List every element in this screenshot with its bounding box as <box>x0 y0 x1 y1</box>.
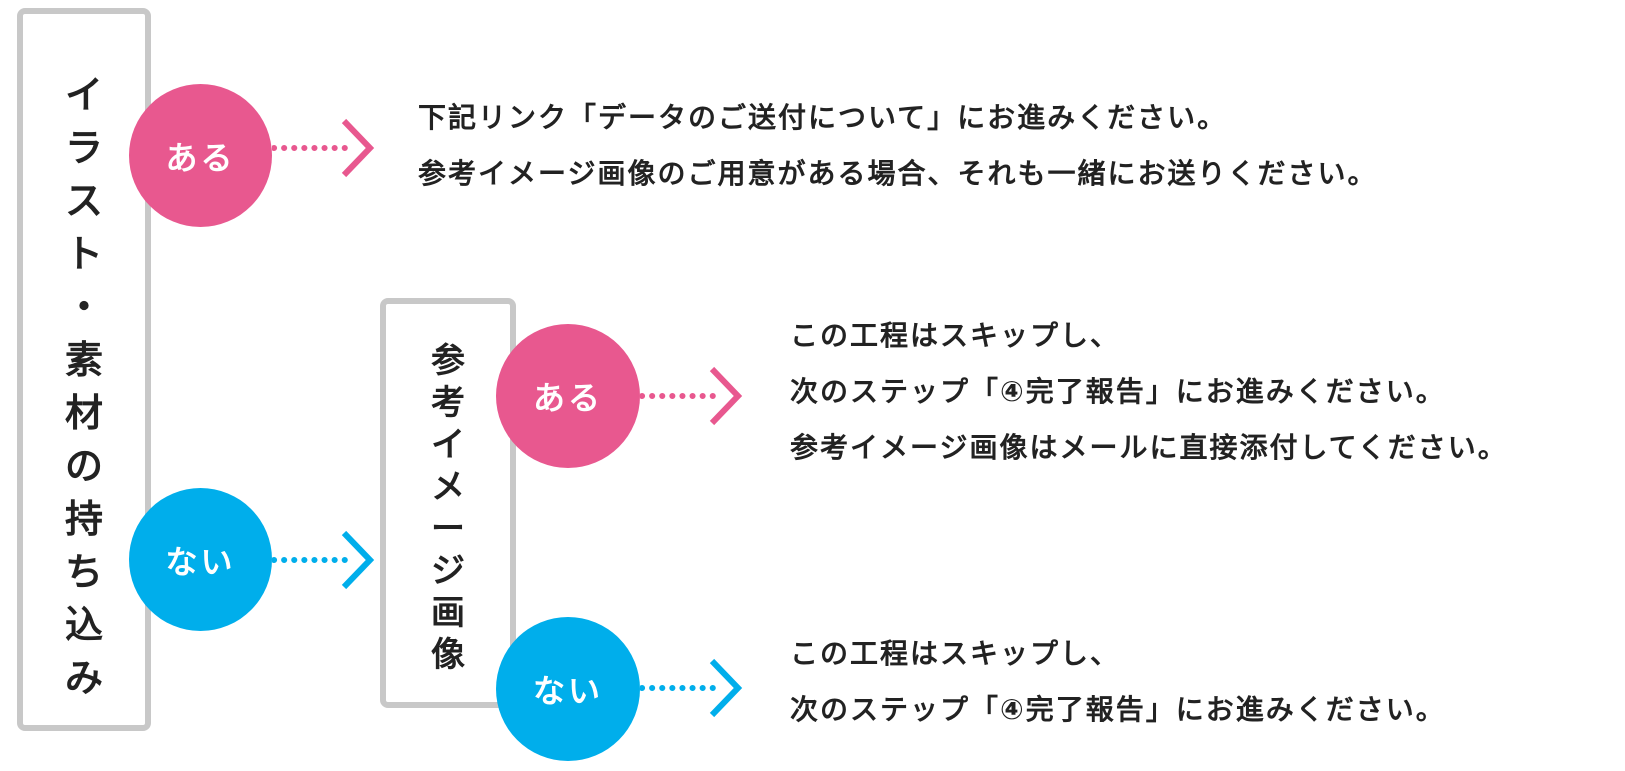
description-line: 次のステップ「④完了報告」にお進みください。 <box>790 375 1446 408</box>
label-char: の <box>64 444 103 488</box>
label-char: ち <box>64 550 103 594</box>
dotted-arrow-icon <box>272 118 375 178</box>
ref-no-circle: ない <box>496 617 640 761</box>
illustration-material-label: イ ラ ス ト ・ 素 材 の 持 ち 込 み <box>23 76 145 712</box>
label-char: ト <box>64 232 103 276</box>
label-char: み <box>64 656 103 700</box>
yes-circle: ある <box>129 84 272 227</box>
description-line: 参考イメージ画像はメールに直接添付してください。 <box>790 431 1508 464</box>
no-circle: ない <box>129 488 272 631</box>
label-char: 込 <box>64 603 103 647</box>
label-char: 考 <box>431 383 465 423</box>
reference-image-label: 参 考 イ メ ー ジ 画 像 <box>386 344 510 680</box>
ref-no-circle-label: ない <box>532 672 603 710</box>
no-circle-label: ない <box>165 542 236 581</box>
ref-yes-circle: ある <box>496 324 640 468</box>
label-char: ・ <box>64 285 103 329</box>
ref-yes-circle-label: ある <box>532 379 603 417</box>
dotted-arrow-icon <box>640 366 743 426</box>
label-char: メ <box>431 467 465 507</box>
reference-image-box: 参 考 イ メ ー ジ 画 像 <box>380 298 516 708</box>
label-char: ジ <box>431 551 465 591</box>
label-char: 画 <box>431 593 465 633</box>
label-char: 参 <box>431 341 465 381</box>
description-line: この工程はスキップし、 <box>790 319 1121 352</box>
label-char: 持 <box>64 497 103 541</box>
illustration-material-box: イ ラ ス ト ・ 素 材 の 持 ち 込 み <box>17 8 151 731</box>
label-char: ー <box>431 509 465 549</box>
description-line: この工程はスキップし、 <box>790 637 1121 670</box>
label-char: イ <box>64 73 103 117</box>
description-line: 下記リンク「データのご送付について」にお進みください。 <box>418 101 1228 134</box>
description-line: 次のステップ「④完了報告」にお進みください。 <box>790 693 1446 726</box>
label-char: 材 <box>64 391 103 435</box>
dotted-arrow-icon <box>640 658 743 718</box>
label-char: ラ <box>64 126 103 170</box>
yes-description: 下記リンク「データのご送付について」にお進みください。 参考イメージ画像のご用意… <box>418 90 1377 202</box>
label-char: 像 <box>431 635 465 675</box>
label-char: イ <box>431 425 465 465</box>
description-line: 参考イメージ画像のご用意がある場合、それも一緒にお送りください。 <box>418 157 1378 190</box>
dotted-arrow-icon <box>272 530 375 590</box>
ref-yes-description: この工程はスキップし、 次のステップ「④完了報告」にお進みください。 参考イメー… <box>790 308 1508 476</box>
yes-circle-label: ある <box>165 138 236 177</box>
ref-no-description: この工程はスキップし、 次のステップ「④完了報告」にお進みください。 <box>790 626 1446 738</box>
label-char: ス <box>64 179 103 223</box>
label-char: 素 <box>64 338 103 382</box>
